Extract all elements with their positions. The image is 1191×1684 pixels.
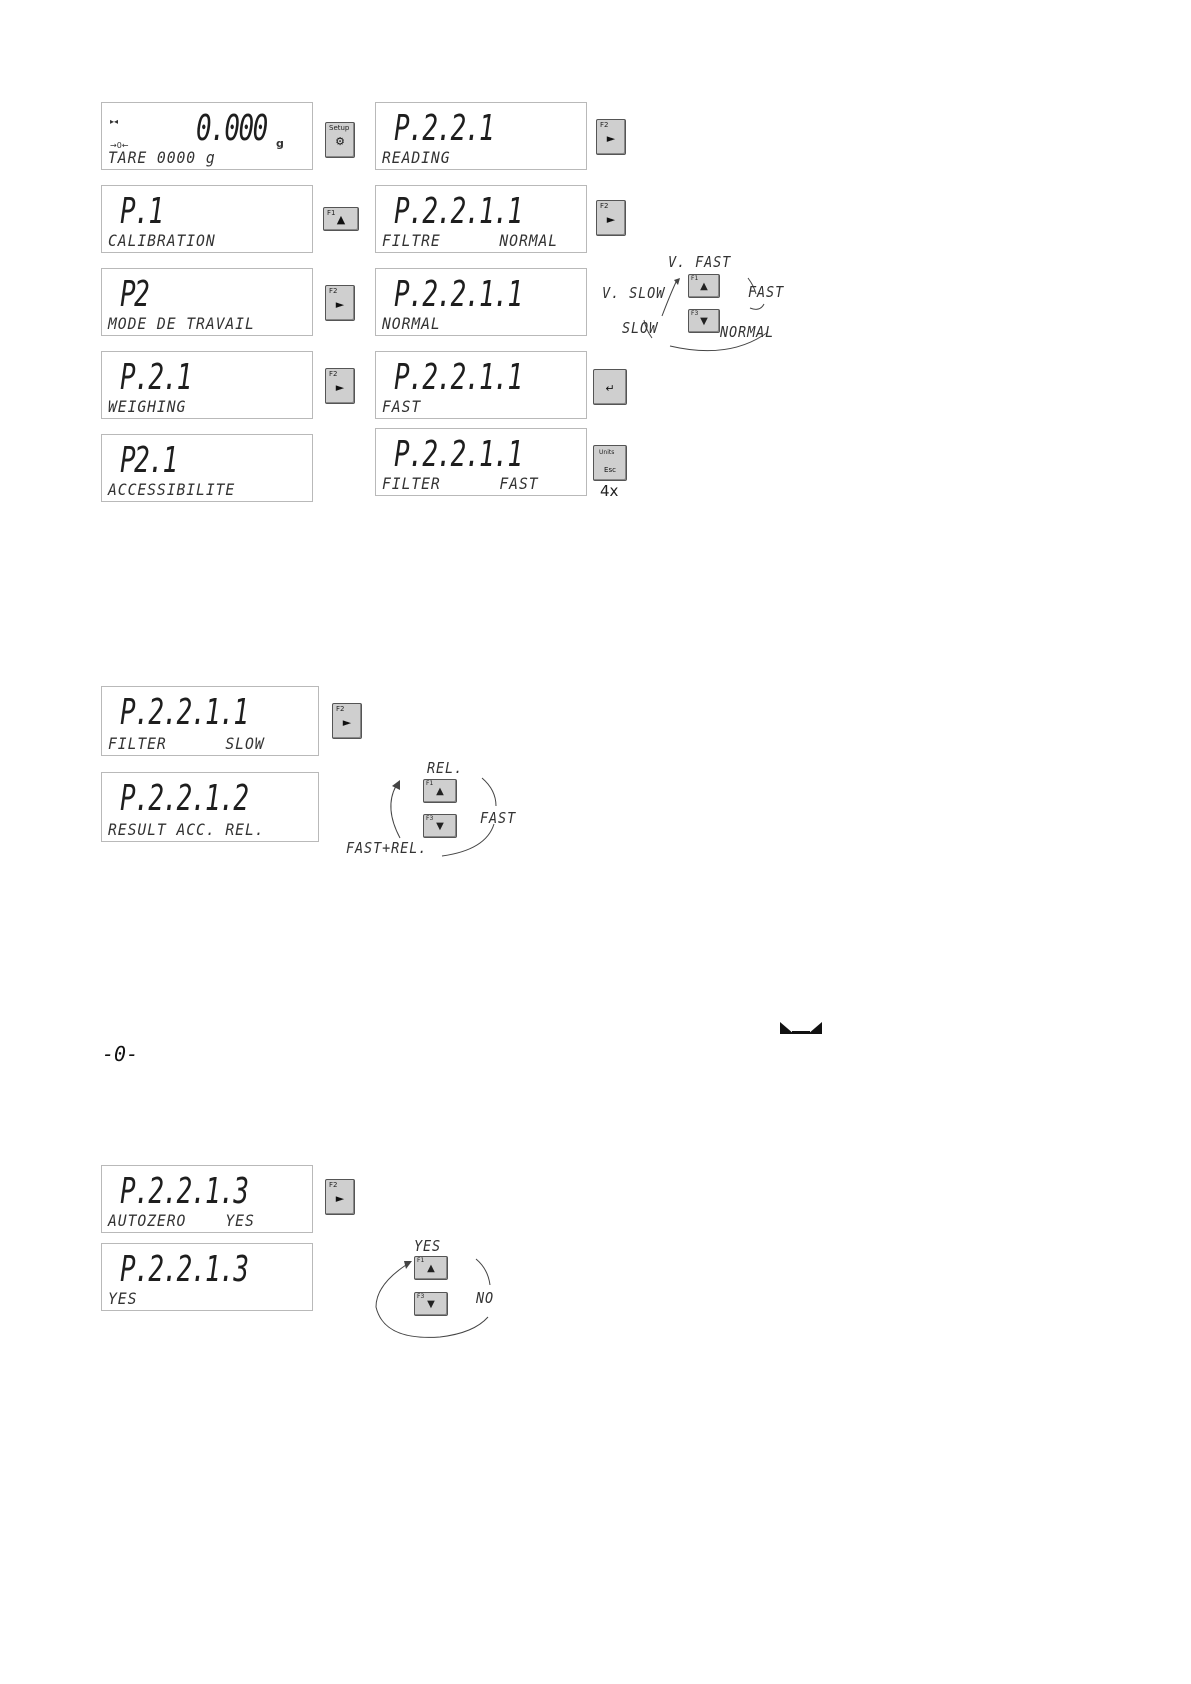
lcd-weighing: P.2.1 WEIGHING	[101, 351, 313, 419]
stability-indicator: ▸◂	[110, 117, 119, 126]
arrow-up-icon: ▲	[427, 1263, 435, 1274]
arrow-right-icon: ►	[606, 132, 616, 145]
arrow-right-icon: ►	[335, 1192, 345, 1205]
lcd-value: P2	[120, 274, 150, 315]
option-yes: YES	[414, 1237, 442, 1255]
arrow-right-icon: ►	[335, 381, 345, 394]
enter-button[interactable]: ↵	[593, 369, 627, 405]
f2-right-button[interactable]: F2 ►	[596, 119, 626, 155]
f3-down-button[interactable]: F3 ▼	[688, 309, 720, 333]
option-cycle-diagram	[390, 777, 497, 857]
f2-right-button[interactable]: F2 ►	[325, 368, 355, 404]
f3-down-button[interactable]: F3 ▼	[414, 1292, 448, 1316]
zero-indicator: →0←	[110, 141, 129, 150]
lcd-value: P.2.1	[120, 357, 192, 398]
f1-up-button[interactable]: F1 ▲	[423, 779, 457, 803]
lcd-value: P.2.2.1.1	[394, 191, 523, 232]
unit-label: g	[276, 137, 284, 150]
units-esc-button[interactable]: Units Esc	[593, 445, 627, 481]
enter-icon: ↵	[605, 382, 615, 395]
repeat-count: 4x	[600, 482, 619, 500]
f1-up-button[interactable]: F1 ▲	[323, 207, 359, 231]
lcd-value: P.2.2.1.1	[394, 434, 523, 475]
f3-down-button[interactable]: F3 ▼	[423, 814, 457, 838]
option-normal: NORMAL	[720, 323, 775, 341]
option-cycle-diagram	[375, 1258, 491, 1338]
lcd-calibration: P.1 CALIBRATION	[101, 185, 313, 253]
lcd-sub: RESULT ACC. REL.	[108, 820, 265, 839]
lcd-value: P.2.2.1.3	[120, 1171, 249, 1212]
lcd-sub: ACCESSIBILITE	[108, 480, 236, 499]
lcd-work-mode: P2 MODE DE TRAVAIL	[101, 268, 313, 336]
f2-right-button[interactable]: F2 ►	[325, 1179, 355, 1215]
option-v-fast: V. FAST	[668, 253, 732, 271]
gear-icon: ⚙	[335, 135, 345, 148]
f1-up-button[interactable]: F1 ▲	[414, 1256, 448, 1280]
arrow-up-icon: ▲	[436, 786, 444, 797]
lcd-fast: P.2.2.1.1 FAST	[375, 351, 587, 419]
lcd-accessibility: P2.1 ACCESSIBILITE	[101, 434, 313, 502]
lcd-value: P.2.2.1.2	[120, 778, 249, 819]
lcd-sub: NORMAL	[382, 314, 441, 333]
lcd-sub: MODE DE TRAVAIL	[108, 314, 255, 333]
f2-right-button[interactable]: F2 ►	[325, 285, 355, 321]
option-fast: FAST	[480, 809, 517, 827]
lcd-sub: YES	[108, 1289, 138, 1308]
lcd-value: 0.000	[196, 108, 268, 149]
lcd-value: P.2.2.1.1	[394, 357, 523, 398]
option-cycle-diagram	[643, 277, 769, 352]
lcd-value: P.2.2.1	[394, 108, 495, 149]
lcd-value: P2.1	[120, 440, 178, 481]
lcd-sub: CALIBRATION	[108, 231, 216, 250]
lcd-sub: FAST	[382, 397, 422, 416]
lcd-sub: FILTER SLOW	[108, 734, 265, 753]
zero-marker-icon: -0-	[102, 1042, 139, 1066]
lcd-sub: FILTER FAST	[382, 474, 539, 493]
option-v-slow: V. SLOW	[602, 284, 666, 302]
lcd-yes: P.2.2.1.3 YES	[101, 1243, 313, 1311]
lcd-value: P.2.2.1.1	[394, 274, 523, 315]
setup-button[interactable]: Setup ⚙	[325, 122, 355, 158]
lcd-tare: ▸◂ →0← 0.000 g TARE 0000 g	[101, 102, 313, 170]
arrow-right-icon: ►	[606, 213, 616, 226]
arrow-right-icon: ►	[335, 298, 345, 311]
lcd-result-acc-rel: P.2.2.1.2 RESULT ACC. REL.	[101, 772, 319, 842]
f2-right-button[interactable]: F2 ►	[332, 703, 362, 739]
arrow-down-icon: ▼	[436, 821, 444, 832]
lcd-sub: FILTRE NORMAL	[382, 231, 559, 250]
lcd-filter-fast: P.2.2.1.1 FILTER FAST	[375, 428, 587, 496]
lcd-filter-normal: P.2.2.1.1 FILTRE NORMAL	[375, 185, 587, 253]
option-no: NO	[476, 1289, 495, 1307]
option-rel: REL.	[427, 759, 464, 777]
lcd-sub: AUTOZERO YES	[108, 1211, 255, 1230]
lcd-value: P.2.2.1.1	[120, 692, 249, 733]
stability-marker-icon	[780, 1022, 822, 1034]
arrow-up-icon: ▲	[336, 213, 346, 226]
lcd-value: P.2.2.1.3	[120, 1249, 249, 1290]
lcd-sub: TARE 0000 g	[108, 148, 216, 167]
lcd-filter-slow: P.2.2.1.1 FILTER SLOW	[101, 686, 319, 756]
arrow-down-icon: ▼	[427, 1299, 435, 1310]
lcd-sub: WEIGHING	[108, 397, 187, 416]
f2-right-button[interactable]: F2 ►	[596, 200, 626, 236]
option-slow: SLOW	[622, 319, 659, 337]
lcd-value: P.1	[120, 191, 164, 232]
arrow-down-icon: ▼	[700, 316, 708, 327]
lcd-sub: READING	[382, 148, 451, 167]
lcd-autozero-yes: P.2.2.1.3 AUTOZERO YES	[101, 1165, 313, 1233]
f1-up-button[interactable]: F1 ▲	[688, 274, 720, 298]
option-fast-rel: FAST+REL.	[346, 839, 428, 857]
option-fast: FAST	[748, 283, 785, 301]
arrow-up-icon: ▲	[700, 281, 708, 292]
arrow-right-icon: ►	[342, 716, 352, 729]
lcd-normal: P.2.2.1.1 NORMAL	[375, 268, 587, 336]
lcd-reading: P.2.2.1 READING	[375, 102, 587, 170]
